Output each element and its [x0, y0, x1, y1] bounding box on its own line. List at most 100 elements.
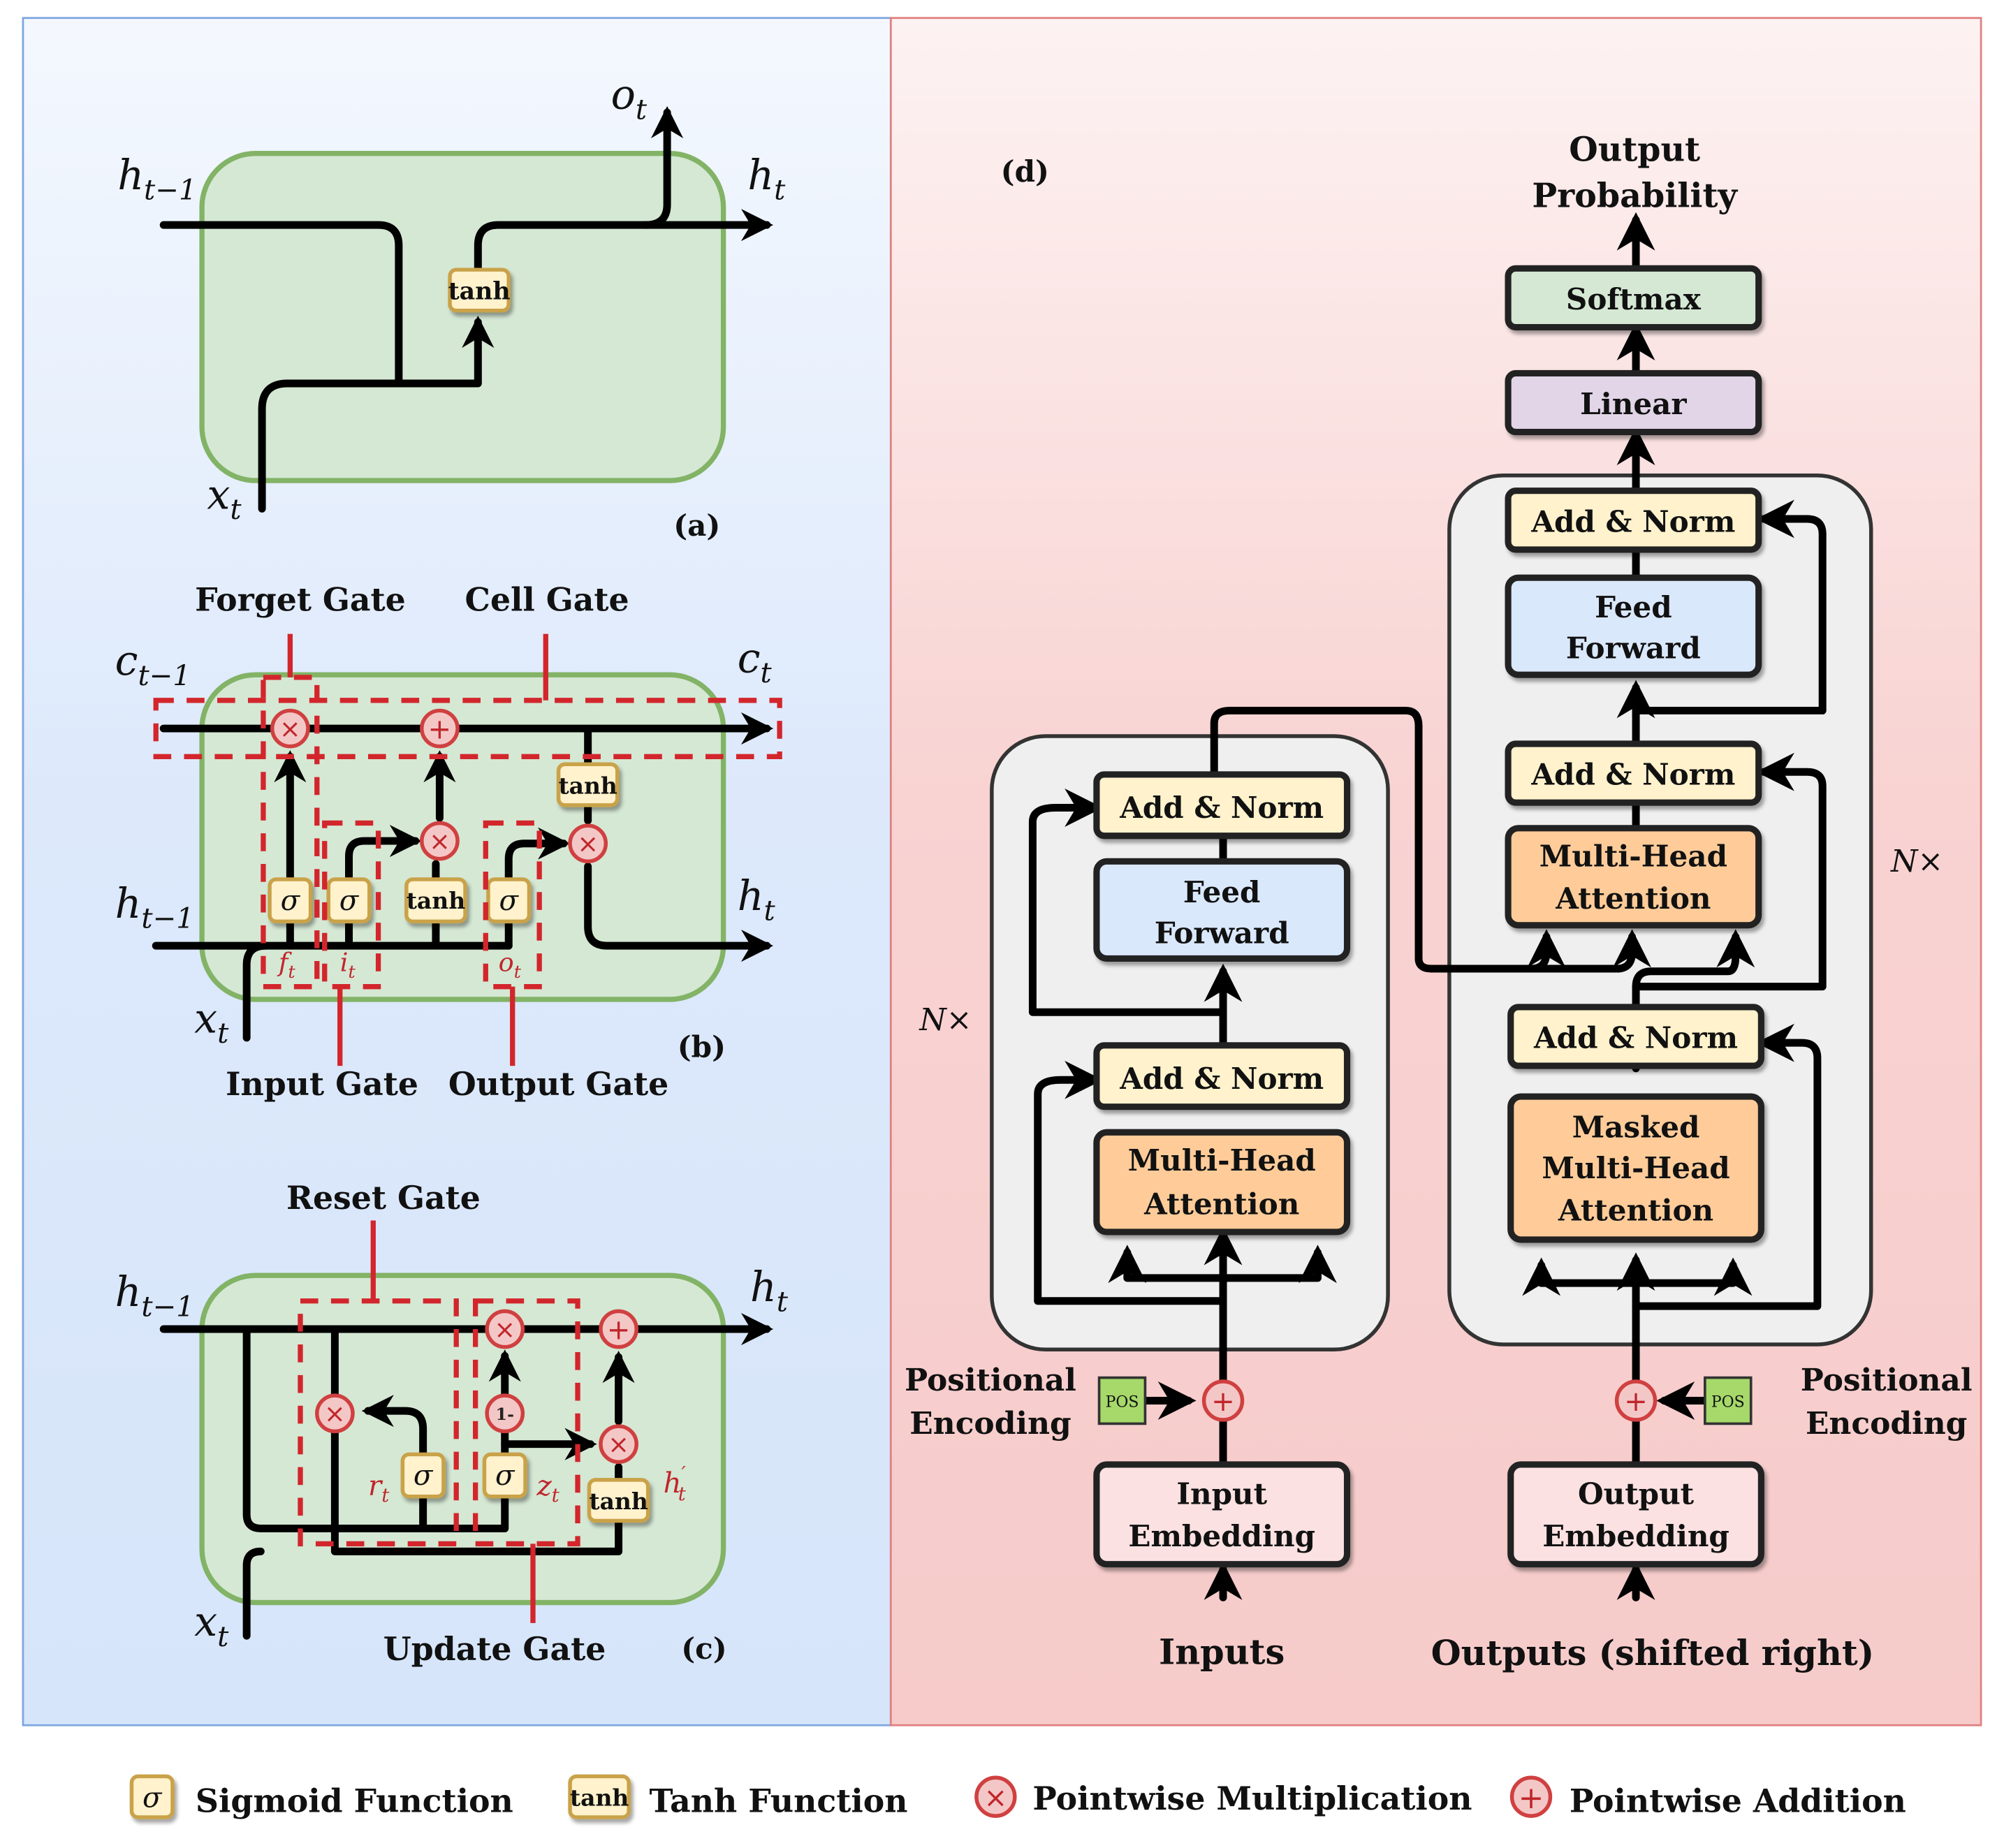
- gru-x-t-label: xt: [194, 1598, 229, 1653]
- output-probability-line-2: Probability: [1532, 177, 1738, 216]
- enc-feed-forward-line-2: Forward: [1155, 915, 1289, 950]
- enc-pos-label: POS: [1106, 1394, 1139, 1411]
- dec-masked-line-1: Masked: [1572, 1110, 1700, 1145]
- dec-add-norm-2: [1505, 740, 1762, 806]
- dec-masked-line-2: Multi-Head: [1542, 1150, 1729, 1185]
- rnn-tanh-box: [448, 267, 511, 313]
- dec-feed-forward: [1505, 574, 1762, 678]
- enc-positional-add-symbol: +: [1211, 1386, 1235, 1418]
- enc-k-wire: [1219, 1245, 1337, 1284]
- enc-multi-head-attention: [1093, 1129, 1351, 1235]
- dec-feed-forward-line-1: Feed: [1595, 589, 1672, 624]
- lstm-output-tanh: [556, 762, 620, 807]
- lstm-output-multiply: [568, 823, 608, 864]
- lstm-x-t-label: xt: [194, 995, 229, 1050]
- lstm-i-t-label: it: [340, 948, 356, 983]
- legend-sigmoid-symbol: σ: [142, 1782, 163, 1814]
- update-gate-label: Update Gate: [383, 1630, 606, 1668]
- gru-h-candidate-label: h′t: [664, 1463, 687, 1505]
- input-embedding-line-2: Embedding: [1128, 1518, 1315, 1553]
- dec-add-norm-2-label: Add & Norm: [1530, 757, 1735, 792]
- dec-residual-3: [1632, 499, 1827, 714]
- dec-k-wire: [1632, 1257, 1753, 1296]
- dec-norm-to-q-wire: [1632, 929, 1755, 1073]
- legend-multiply-symbol: ×: [983, 1782, 1007, 1814]
- dec-masked-multi-head-attention: [1507, 1093, 1764, 1243]
- dec-multi-head-attention: [1505, 825, 1762, 929]
- panel-b-lstm: × + × × σ σ tanh σ tanh Forget Gate Cell…: [115, 581, 782, 1103]
- lstm-o-t-label: ot: [499, 948, 522, 983]
- gru-add: [599, 1309, 638, 1349]
- lstm-x-wire: [242, 941, 270, 1042]
- linear-label: Linear: [1580, 386, 1687, 421]
- enc-q-wire: [1108, 1245, 1227, 1284]
- gru-tanh: [587, 1478, 650, 1523]
- rnn-h-out-wire: [474, 209, 774, 280]
- cell-gate-label: Cell Gate: [465, 581, 629, 619]
- panel-d-transformer: (d) Add & Norm: [905, 131, 1972, 1674]
- panel-c-gru: × × + 1- × σ σ tanh Reset Gate Update Ga…: [115, 1179, 789, 1668]
- enc-residual-2: [1028, 789, 1227, 1016]
- reset-gate-box: [298, 1298, 459, 1547]
- legend-add-icon: [1509, 1775, 1553, 1818]
- dec-pos-box: [1704, 1376, 1753, 1425]
- output-embedding: [1507, 1461, 1764, 1568]
- enc-mha-line-1: Multi-Head: [1128, 1143, 1316, 1178]
- softmax-block: [1505, 265, 1762, 331]
- lstm-cell-add: [420, 708, 460, 749]
- lstm-f-t-label: ft: [277, 948, 296, 983]
- lstm-forget-multiply-symbol: ×: [279, 714, 301, 744]
- dec-pos-label: POS: [1711, 1394, 1745, 1411]
- legend-tanh-symbol: tanh: [570, 1784, 629, 1812]
- softmax-label: Softmax: [1566, 281, 1702, 316]
- enc-feed-forward: [1093, 858, 1351, 962]
- dec-add-norm-3: [1505, 487, 1762, 553]
- gru-add-symbol: +: [607, 1314, 631, 1347]
- outputs-label: Outputs (shifted right): [1431, 1633, 1874, 1673]
- dec-mha-line-1: Multi-Head: [1539, 839, 1727, 874]
- linear-block: [1505, 369, 1762, 436]
- enc-positional-add: [1201, 1379, 1245, 1422]
- gru-reset-multiply-symbol: ×: [324, 1399, 346, 1429]
- panel-a-label: (a): [673, 508, 720, 543]
- panel-b-label: (b): [678, 1029, 726, 1064]
- reset-gate-label: Reset Gate: [286, 1179, 481, 1217]
- output-gate-box: [483, 820, 542, 990]
- panel-c-label: (c): [681, 1631, 726, 1666]
- dec-positional-encoding-line-1: Positional: [1801, 1363, 1973, 1398]
- output-embedding-line-1: Output: [1578, 1476, 1695, 1511]
- gru-h-t-label: ht: [750, 1263, 789, 1319]
- dec-mha-line-2: Attention: [1555, 881, 1711, 916]
- lstm-c-t-label: ct: [738, 635, 773, 690]
- dec-masked-line-3: Attention: [1558, 1192, 1713, 1227]
- rnn-h-t-label: ht: [747, 152, 786, 207]
- gru-r-t-label: rt: [368, 1470, 390, 1506]
- gru-update-sigma: σ: [495, 1460, 515, 1492]
- enc-positional-encoding-line-1: Positional: [905, 1363, 1076, 1398]
- rnn-h-prev-label: ht−1: [117, 152, 196, 207]
- legend-sigmoid-icon: [129, 1774, 175, 1819]
- dec-add-norm-1: [1507, 1004, 1764, 1069]
- enc-add-norm-1: [1093, 1042, 1351, 1110]
- gru-reset-sigmoid: [400, 1452, 446, 1499]
- enc-add-norm-2: [1093, 771, 1351, 839]
- rnn-h-prev-wire: [159, 221, 495, 388]
- dec-residual-2: [1632, 752, 1827, 991]
- panel-d-label: (d): [1001, 154, 1049, 189]
- enc-pos-box: [1097, 1376, 1147, 1425]
- output-probability-line-1: Output: [1569, 131, 1700, 170]
- gru-h-to-gates-wire: [242, 1325, 509, 1532]
- lstm-output-wire: [504, 827, 571, 883]
- output-embedding-line-2: Embedding: [1542, 1518, 1729, 1553]
- legend-multiply-label: Pointwise Multiplication: [1032, 1780, 1472, 1817]
- dec-positional-add-symbol: +: [1624, 1386, 1648, 1418]
- gru-reset-multiply: [315, 1393, 355, 1434]
- lstm-h-t-label: ht: [738, 872, 776, 927]
- gru-tanh-label: tanh: [589, 1488, 648, 1515]
- lstm-input-sigma: σ: [339, 885, 360, 917]
- lstm-input-tanh-label: tanh: [407, 887, 465, 914]
- output-gate-label: Output Gate: [448, 1065, 668, 1103]
- gru-h-prev-label: ht−1: [115, 1268, 194, 1323]
- input-embedding-line-1: Input: [1176, 1476, 1267, 1511]
